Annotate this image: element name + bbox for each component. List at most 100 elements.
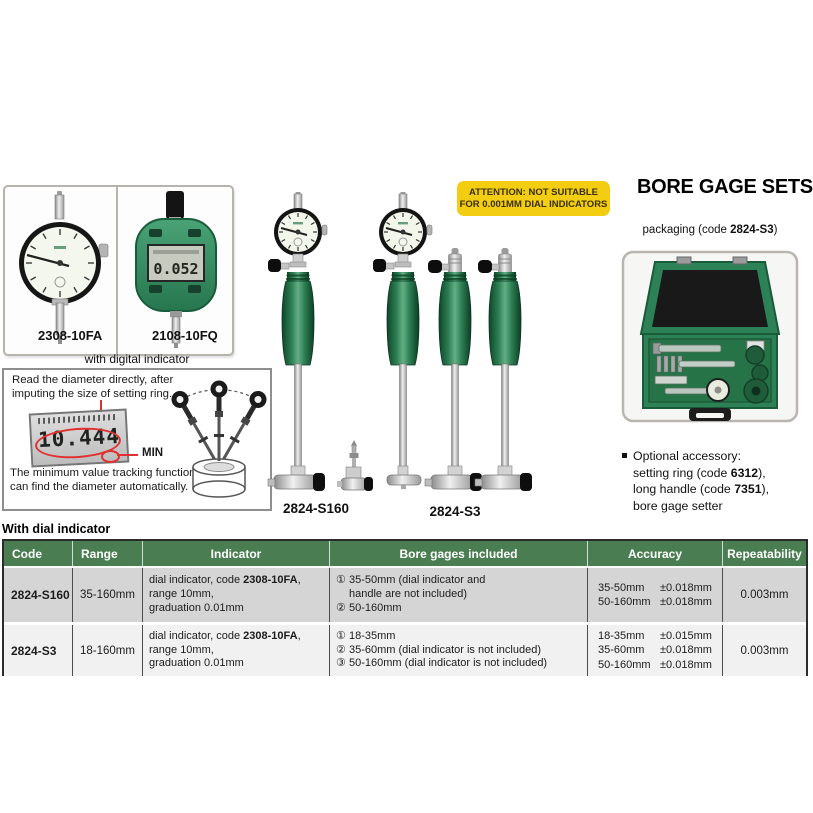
- gauge-2824-s160: [267, 192, 327, 492]
- packaging-caption-pre: packaging (code: [642, 224, 731, 236]
- optional-line-2: long handle (code 7351),: [622, 481, 769, 498]
- optional-title-line: Optional accessory:: [622, 448, 769, 465]
- attention-banner: ATTENTION: NOT SUITABLE FOR 0.001MM DIAL…: [457, 181, 610, 216]
- accuracy-range: 50-160mm: [598, 658, 651, 671]
- accuracy-range: 35-60mm: [598, 644, 645, 657]
- digital-indicator-illustration: 0.052: [135, 191, 217, 348]
- attention-line-2: FOR 0.001MM DIAL INDICATORS: [459, 198, 608, 210]
- box-divider: [116, 187, 118, 354]
- digital-indicator-code-label: 2108-10FQ: [152, 328, 218, 343]
- accuracy-value: ±0.018mm: [660, 596, 712, 608]
- digital-lcd-value: 0.052: [153, 260, 198, 278]
- gauge-2824-s3-dial: [373, 192, 432, 490]
- dial-indicator-code-label: 2308-10FA: [38, 328, 103, 343]
- product-label-2824-s160: 2824-S160: [282, 501, 350, 516]
- indicator-line-3: graduation 0.01mm: [149, 657, 244, 670]
- bore-text: 35-50mm (dial indicator and: [349, 574, 486, 587]
- square-bullet-icon: [622, 453, 627, 458]
- indicator-photos-box: 0.052 2308-10FA 2108-10FQ: [3, 185, 234, 356]
- packaging-case-illustration: [621, 242, 799, 431]
- min-tracking-line-2: can find the diameter automatically.: [10, 480, 189, 493]
- optional-title: Optional accessory:: [633, 449, 741, 463]
- bore-num: [336, 588, 349, 602]
- optional-accessory-block: Optional accessory: setting ring (code 6…: [622, 448, 769, 514]
- red-min-indicator-oval: [101, 450, 120, 463]
- bore-num: ①: [336, 629, 346, 642]
- optional-line-1: setting ring (code 6312),: [622, 465, 769, 482]
- optional-line-1-post: ),: [758, 465, 766, 480]
- indicator-pre: dial indicator, code: [149, 574, 244, 587]
- cell-range: 35-160mm: [73, 568, 143, 622]
- accuracy-line: 18-35mm ±0.015mm: [598, 629, 722, 644]
- accuracy-line: 50-160mm±0.018mm: [598, 658, 722, 673]
- cell-indicator: dial indicator, code 2308-10FA, range 10…: [143, 625, 330, 676]
- cell-repeatability: 0.003mm: [740, 644, 789, 657]
- accuracy-range: 18-35mm: [598, 629, 645, 642]
- header-code: Code: [4, 541, 73, 566]
- bore-text: 18-35mm: [349, 629, 396, 642]
- attention-line-1: ATTENTION: NOT SUITABLE: [469, 187, 598, 198]
- spare-measuring-head: [337, 440, 373, 491]
- min-tracking-line-1: The minimum value tracking function: [10, 467, 196, 479]
- dial-indicator-illustration: [19, 191, 109, 344]
- indicator-line-2: range 10mm,: [149, 643, 214, 656]
- page-divider-line: [0, 131, 813, 135]
- digital-section-title: with digital indicator: [84, 352, 190, 366]
- header-range: Range: [73, 541, 143, 566]
- indicator-code: 2308-10FA: [243, 574, 298, 587]
- bore-num: ②: [336, 643, 346, 656]
- bore-num: ③: [336, 657, 346, 670]
- accuracy-line: 35-50mm ±0.018mm: [598, 581, 722, 596]
- red-min-pointer-line: [117, 454, 138, 456]
- table-section-title: With dial indicator: [2, 522, 111, 536]
- read-diameter-line-2: imputing the size of setting ring.: [12, 387, 173, 400]
- digital-section-box: Read the diameter directly, after imputi…: [2, 368, 272, 511]
- min-tracking-text: The minimum value tracking function can …: [10, 467, 196, 495]
- cell-accuracy: 35-50mm ±0.018mm 50-160mm ±0.018mm: [588, 568, 723, 622]
- accuracy-value: ±0.015mm: [660, 629, 712, 642]
- accuracy-range: 50-160mm: [598, 596, 651, 608]
- indicator-line-3: graduation 0.01mm: [149, 601, 244, 614]
- read-diameter-line-1: Read the diameter directly, after: [12, 374, 174, 386]
- bore-text: 50-160mm: [349, 601, 402, 614]
- accuracy-value: ±0.018mm: [660, 644, 712, 657]
- optional-line-3: bore gage setter: [633, 498, 723, 513]
- optional-line-2-post: ),: [761, 482, 770, 496]
- accuracy-range: 35-50mm: [598, 581, 645, 594]
- header-accuracy: Accuracy: [588, 541, 723, 566]
- optional-line-2-code: 7351: [734, 482, 762, 496]
- optional-line-1-pre: setting ring (code: [633, 465, 731, 480]
- read-diameter-text: Read the diameter directly, after imputi…: [12, 374, 173, 401]
- gauge-2824-s3-mid: [424, 247, 483, 492]
- header-repeatability: Repeatability: [727, 546, 802, 561]
- cell-range: 18-160mm: [73, 625, 143, 676]
- bore-text: handle are not included): [349, 588, 468, 601]
- spec-table: Code Range Indicator Bore gages included…: [2, 539, 808, 676]
- product-label-2824-s3: 2824-S3: [429, 504, 481, 519]
- page-title: BORE GAGE SETS: [637, 176, 813, 198]
- header-indicator: Indicator: [143, 541, 330, 566]
- table-row-2824-s3: 2824-S3 18-160mm dial indicator, code 23…: [4, 622, 806, 676]
- cell-code: 2824-S3: [4, 625, 73, 676]
- gauge-2824-s3-large: [474, 247, 533, 492]
- bore-text: 35-60mm (dial indicator is not included): [349, 643, 541, 656]
- cell-accuracy: 18-35mm ±0.015mm 35-60mm ±0.018mm 50-160mm…: [588, 625, 723, 676]
- accuracy-value: ±0.018mm: [660, 581, 712, 594]
- packaging-caption: packaging (code 2824-S3): [620, 224, 800, 236]
- optional-line-1-code: 6312: [730, 465, 759, 480]
- indicator-line-1: dial indicator, code 2308-10FA,: [149, 630, 329, 644]
- accuracy-line: 50-160mm ±0.018mm: [598, 595, 722, 610]
- bore-line: handle are not included): [336, 588, 587, 602]
- indicator-line-1: dial indicator, code 2308-10FA,: [149, 574, 329, 588]
- accuracy-line: 35-60mm ±0.018mm: [598, 643, 722, 658]
- bore-num: ②: [336, 601, 346, 614]
- indicator-post: ,: [297, 629, 301, 642]
- bore-gage-illustrations: [267, 192, 533, 492]
- table-row-2824-s160: 2824-S160 35-160mm dial indicator, code …: [4, 566, 806, 622]
